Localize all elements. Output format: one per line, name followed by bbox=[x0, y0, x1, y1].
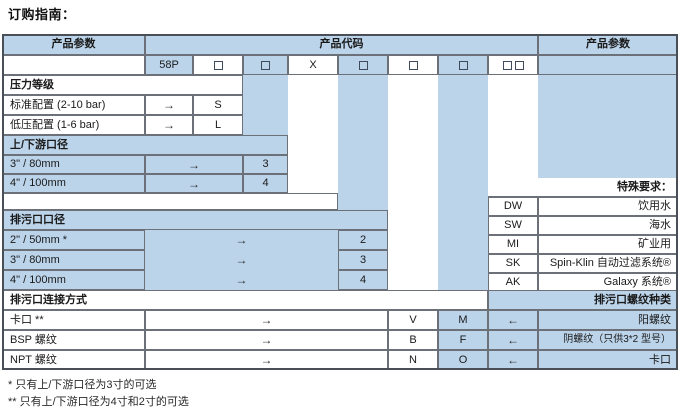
section-heading-pressure-rating: 压力等级 bbox=[2, 75, 243, 95]
row-code-pressure-low[interactable]: L bbox=[193, 115, 243, 135]
drain-thread-heading: 排污口螺纹种类 bbox=[488, 290, 678, 310]
row-label-conn-bayonet: 卡口 ** bbox=[2, 310, 145, 330]
code-row-right-spacer bbox=[538, 55, 678, 75]
code-slot-5[interactable] bbox=[338, 55, 388, 75]
section-heading-drain-connection: 排污口连接方式 bbox=[2, 290, 488, 310]
row-arrow-conn-bayonet: → bbox=[145, 310, 388, 330]
thread-desc-bayonet: 卡口 bbox=[538, 350, 678, 370]
row-label-conn-npt: NPT 螺纹 bbox=[2, 350, 145, 370]
footnote-2: ** 只有上/下游口径为4寸和2寸的可选 bbox=[8, 396, 189, 408]
thread-code-female[interactable]: F bbox=[438, 330, 488, 350]
code-slot-model[interactable]: 58P bbox=[145, 55, 193, 75]
row-code-io-3in[interactable]: 3 bbox=[243, 155, 288, 174]
row-code-io-4in[interactable]: 4 bbox=[243, 174, 288, 193]
special-desc-mi: 矿业用 bbox=[538, 235, 678, 254]
row-label-conn-bsp: BSP 螺纹 bbox=[2, 330, 145, 350]
thread-code-male[interactable]: M bbox=[438, 310, 488, 330]
row-arrow-pressure-standard: → bbox=[145, 95, 193, 115]
row-arrow-conn-bsp: → bbox=[145, 330, 388, 350]
code-row-spacer bbox=[2, 55, 145, 75]
header-right-param: 产品参数 bbox=[538, 34, 678, 55]
row-arrow-io-4in: → bbox=[145, 174, 243, 193]
code-slot-6[interactable] bbox=[388, 55, 438, 75]
checkbox-square-icon bbox=[213, 60, 223, 70]
special-desc-sk: Spin-Klin 自动过滤系统® bbox=[538, 254, 678, 273]
special-desc-sw: 海水 bbox=[538, 216, 678, 235]
page-title: 订购指南： bbox=[8, 7, 76, 22]
thread-arrow-bayonet: ← bbox=[488, 350, 538, 370]
checkbox-square-icon bbox=[514, 60, 524, 70]
checkbox-square-icon bbox=[458, 60, 468, 70]
special-code-sk[interactable]: SK bbox=[488, 254, 538, 273]
special-code-sw[interactable]: SW bbox=[488, 216, 538, 235]
row-arrow-drain-3in: → bbox=[145, 250, 338, 270]
section-heading-inlet-outlet: 上/下游口径 bbox=[2, 135, 288, 155]
checkbox-square-icon bbox=[358, 60, 368, 70]
row-arrow-conn-npt: → bbox=[145, 350, 388, 370]
thread-desc-female: 阴螺纹（只供3*2 型号） bbox=[538, 330, 678, 350]
header-product-code: 产品代码 bbox=[145, 34, 538, 55]
row-code-drain-3in[interactable]: 3 bbox=[338, 250, 388, 270]
drain-label-divider bbox=[95, 230, 145, 290]
code-slot-4[interactable]: X bbox=[288, 55, 338, 75]
row-arrow-pressure-low: → bbox=[145, 115, 193, 135]
row-code-conn-bsp[interactable]: B bbox=[388, 330, 438, 350]
code-slot-7[interactable] bbox=[438, 55, 488, 75]
section-spacer bbox=[2, 193, 338, 210]
row-label-io-3in: 3" / 80mm bbox=[2, 155, 145, 174]
stripe-col-7 bbox=[438, 75, 488, 190]
special-code-mi[interactable]: MI bbox=[488, 235, 538, 254]
code-slot-3[interactable] bbox=[243, 55, 288, 75]
special-requirements-heading: 特殊要求： bbox=[488, 178, 678, 197]
code-slot-2[interactable] bbox=[193, 55, 243, 75]
footnote-1: * 只有上/下游口径为3寸的可选 bbox=[8, 379, 157, 391]
row-code-drain-2in[interactable]: 2 bbox=[338, 230, 388, 250]
stripe-col-right bbox=[538, 75, 678, 190]
special-code-dw[interactable]: DW bbox=[488, 197, 538, 216]
row-arrow-drain-4in: → bbox=[145, 270, 338, 290]
header-left-param: 产品参数 bbox=[2, 34, 145, 55]
special-desc-dw: 饮用水 bbox=[538, 197, 678, 216]
thread-arrow-female: ← bbox=[488, 330, 538, 350]
thread-arrow-male: ← bbox=[488, 310, 538, 330]
row-code-conn-npt[interactable]: N bbox=[388, 350, 438, 370]
row-arrow-io-3in: → bbox=[145, 155, 243, 174]
thread-code-bayonet[interactable]: O bbox=[438, 350, 488, 370]
row-code-drain-4in[interactable]: 4 bbox=[338, 270, 388, 290]
section-heading-drain-diameter: 排污口口径 bbox=[2, 210, 388, 230]
row-code-conn-bayonet[interactable]: V bbox=[388, 310, 438, 330]
stripe-col-7b bbox=[438, 190, 488, 290]
row-arrow-drain-2in: → bbox=[145, 230, 338, 250]
row-label-pressure-standard: 标准配置 (2-10 bar) bbox=[2, 95, 145, 115]
row-code-pressure-standard[interactable]: S bbox=[193, 95, 243, 115]
checkbox-square-icon bbox=[408, 60, 418, 70]
code-slot-8[interactable] bbox=[488, 55, 538, 75]
checkbox-square-icon bbox=[261, 60, 270, 70]
row-label-io-4in: 4" / 100mm bbox=[2, 174, 145, 193]
checkbox-square-icon bbox=[502, 60, 512, 70]
thread-desc-male: 阳螺纹 bbox=[538, 310, 678, 330]
row-label-pressure-low: 低压配置 (1-6 bar) bbox=[2, 115, 145, 135]
